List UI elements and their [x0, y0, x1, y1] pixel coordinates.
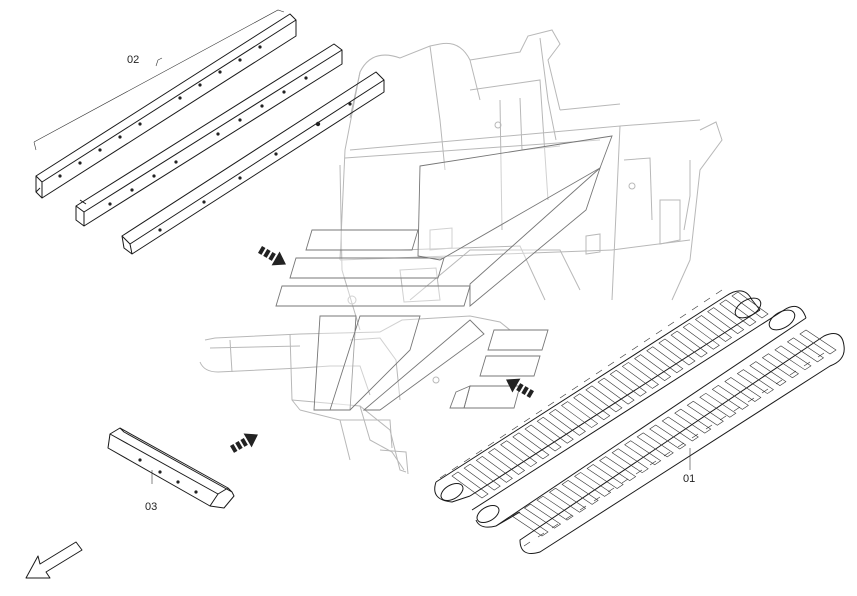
belt-slat [621, 362, 659, 389]
belt-slat [761, 353, 799, 379]
belt-slat [487, 448, 526, 475]
belt-slat [536, 495, 574, 521]
belt-slat [574, 472, 612, 497]
belt-slat [548, 409, 586, 436]
belt-slat [686, 400, 724, 426]
part-label-03: 03 [145, 501, 158, 513]
belt-slat [599, 456, 637, 481]
belt-slat [786, 337, 825, 363]
watermark-logo [275, 135, 613, 411]
dashed-arrow-icon [258, 246, 286, 266]
belt-slat [611, 448, 649, 474]
belt-slat [649, 424, 687, 450]
belt-slat [707, 307, 745, 335]
belt-slat [636, 432, 674, 458]
dashed-arrow-icon [506, 378, 534, 398]
belt-slat [674, 408, 712, 434]
belt-slat [711, 385, 749, 410]
part-01-belt [434, 289, 845, 554]
belt-slat [634, 354, 672, 381]
belt-slat [609, 369, 647, 397]
belt-slat [682, 322, 720, 350]
belt-slat [658, 338, 696, 366]
belt-slats-lower [511, 329, 837, 537]
rail-holes [58, 45, 352, 232]
machine-frame [199, 29, 723, 475]
belt-slat [731, 291, 769, 319]
belt-slat [463, 463, 501, 491]
belt-slat [500, 440, 538, 468]
belt-slat [573, 393, 611, 421]
belt-slat [719, 299, 757, 327]
belt-slat [799, 329, 837, 355]
belt-slat [561, 479, 599, 505]
belt-slat [524, 424, 562, 452]
belt-slat [585, 385, 623, 413]
dashed-arrow-icon [230, 433, 258, 453]
belt-slat [512, 432, 550, 460]
belt-slat [646, 346, 684, 374]
belt-slat [586, 464, 624, 489]
belt-slat [724, 377, 762, 402]
belt-slat [749, 361, 787, 387]
belt-slat [549, 487, 587, 513]
belt-slat [661, 416, 699, 442]
belt-slats-upper [451, 291, 769, 499]
belt-slat [774, 345, 812, 371]
belt-slat [736, 369, 774, 394]
belt-slat [699, 392, 737, 418]
part-label-02: 02 [127, 54, 140, 66]
belt-slat [523, 503, 562, 529]
leader-02 [155, 59, 159, 67]
part-03-bar [107, 427, 235, 509]
part-label-01: 01 [683, 473, 696, 485]
belt-slat [694, 315, 733, 342]
belt-slat [475, 455, 513, 483]
belt-slat [670, 330, 708, 358]
part-02-rails [33, 9, 385, 255]
hollow-arrow-icon [25, 541, 83, 579]
belt-slat [511, 511, 549, 537]
belt-slat [536, 416, 574, 444]
belt-slat [624, 440, 662, 466]
belt-slat [597, 377, 635, 405]
belt-slat [561, 401, 599, 428]
belt-slat [451, 471, 489, 499]
